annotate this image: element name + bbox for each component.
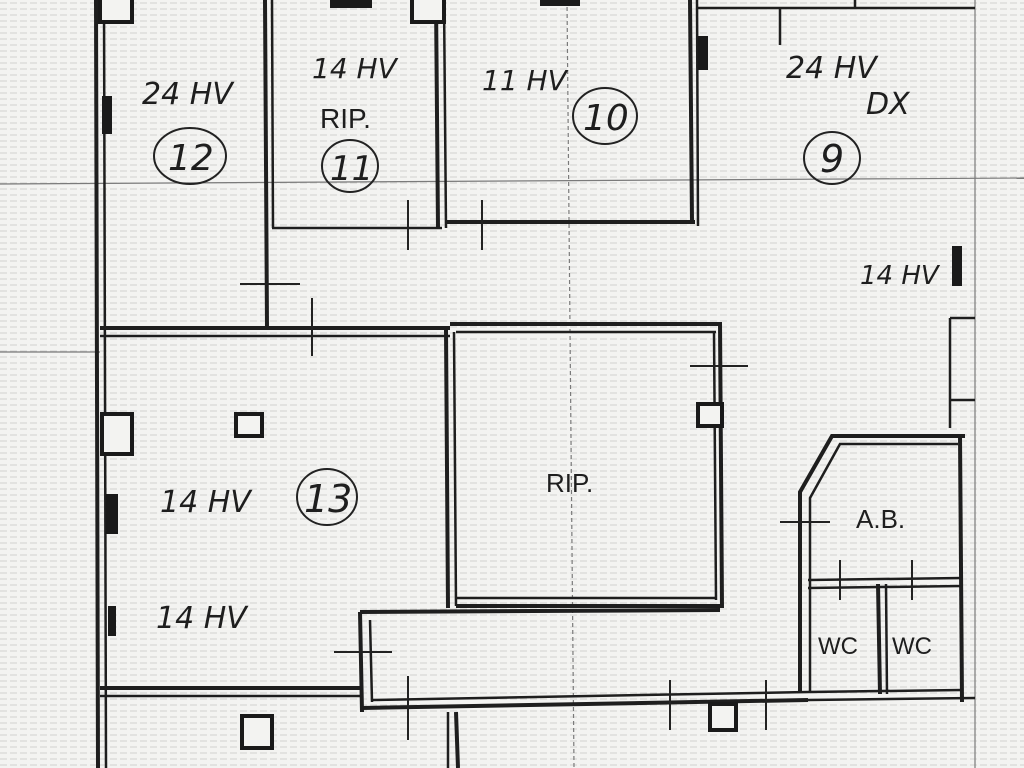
wall-block <box>952 246 962 286</box>
pillar <box>708 702 738 732</box>
pillar <box>696 402 724 428</box>
room13-height-label-lower: 14 HV <box>156 601 249 636</box>
room13-number: 13 <box>304 477 352 521</box>
wall-block <box>330 0 372 8</box>
room10-number: 10 <box>583 98 629 139</box>
room12-number: 12 <box>168 138 214 179</box>
top-rooms-walls <box>263 0 975 329</box>
room-number-circles <box>153 87 861 526</box>
room9-side-label: DX <box>866 87 911 122</box>
pillar <box>240 714 274 750</box>
wall-block <box>698 36 708 70</box>
room-labels: 24 HV 12 14 HV RIP. 11 11 HV 10 24 HV DX… <box>142 51 941 660</box>
corridor-walls <box>100 322 722 338</box>
pillar <box>234 412 264 438</box>
pillar <box>410 0 446 24</box>
wall-block <box>102 96 112 134</box>
ab-label: A.B. <box>856 504 905 534</box>
wall-block <box>106 494 118 534</box>
room9-height-label: 24 HV <box>786 51 879 86</box>
door-marks <box>240 200 913 740</box>
pillar <box>100 412 134 456</box>
room9-number: 9 <box>820 137 844 181</box>
room11-number: 11 <box>330 149 373 189</box>
room11-use-label: RIP. <box>320 103 371 134</box>
room10-height-label: 11 HV <box>482 64 569 97</box>
wc-left-label: WC <box>818 633 858 660</box>
corridor-height-label: 14 HV <box>860 261 941 291</box>
pillars <box>98 0 962 750</box>
room11-height-label: 14 HV <box>312 52 399 85</box>
wall-block <box>540 0 580 6</box>
pillar <box>98 0 134 24</box>
room13-height-label: 14 HV <box>160 485 253 520</box>
wc-right-label: WC <box>892 633 932 660</box>
room13-walls <box>100 321 976 768</box>
wall-block <box>108 606 116 636</box>
room12-height-label: 24 HV <box>142 77 235 112</box>
storage-use-label: RIP. <box>546 468 593 498</box>
service-walls <box>798 316 975 703</box>
